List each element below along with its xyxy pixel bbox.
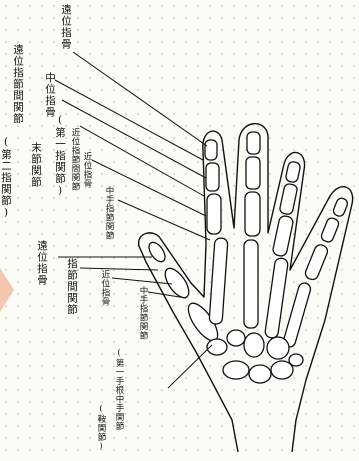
- middle-finger-bones: [243, 131, 261, 329]
- leader-middle-phalanx: [61, 99, 207, 179]
- pisiform: [288, 353, 304, 367]
- leader-pip-joint: [79, 125, 205, 197]
- middle-proximal-phalanx: [244, 191, 261, 237]
- ring-proximal-phalanx: [272, 215, 294, 257]
- label-proximal-phalanx: 近位指骨: [82, 152, 92, 188]
- leader-thumb-proximal: [111, 277, 173, 285]
- little-finger-bones: [282, 197, 349, 348]
- scaphoid: [222, 360, 250, 380]
- carpal-bones: [206, 329, 304, 384]
- edge-marker: [0, 268, 14, 312]
- thumb-proximal-phalanx: [164, 267, 190, 299]
- ring-middle-phalanx: [279, 183, 298, 215]
- middle-middle-phalanx: [245, 156, 261, 190]
- index-finger-bones: [204, 139, 229, 325]
- leader-thumb-ip: [79, 267, 159, 271]
- leader-dip-joint: [54, 79, 204, 161]
- middle-distal-phalanx: [246, 131, 261, 155]
- label-thumb-proximal-phalanx: 近位指骨: [100, 270, 110, 306]
- label-middle-phalanx: 中位指骨: [44, 72, 56, 118]
- label-end-joint: 末節関節: [30, 142, 42, 188]
- label-saddle-joint: (鞍関節): [96, 404, 106, 452]
- label-dip-joint-alt: (第二指関節): [0, 136, 12, 220]
- leader-proximal-phalanx: [91, 159, 207, 217]
- ring-finger-bones: [264, 161, 301, 339]
- capitate: [243, 332, 265, 358]
- middle-metacarpal: [243, 239, 259, 329]
- ring-distal-phalanx: [285, 161, 301, 183]
- lunate: [248, 364, 272, 384]
- label-thumb-mcp-joint: 中手指節関節: [138, 286, 148, 340]
- label-first-cmc-joint: (第一手根中手関節: [114, 348, 124, 431]
- thumb-bones: [148, 241, 219, 342]
- label-thumb-ip-joint: 指節間関節: [66, 258, 78, 316]
- little-distal-phalanx: [332, 197, 349, 217]
- label-thumb-distal-phalanx: 遠位指骨: [36, 240, 48, 286]
- little-proximal-phalanx: [304, 244, 329, 281]
- label-dip-joint: 遠位指節間関節: [12, 44, 24, 125]
- trapezoid: [226, 329, 246, 347]
- index-middle-phalanx: [205, 162, 220, 192]
- triquetrum: [270, 360, 294, 380]
- leader-distal-phalanx: [72, 51, 208, 147]
- label-distal-phalanx: 遠位指骨: [60, 4, 72, 50]
- little-metacarpal: [282, 282, 312, 348]
- leader-mcp-joint: [117, 199, 211, 241]
- label-pip-joint-main: 近位指節間関節: [70, 128, 80, 191]
- label-pip-joint: (第一指関節): [54, 114, 66, 198]
- leader-lines: [54, 51, 213, 389]
- ring-metacarpal: [264, 257, 289, 339]
- index-proximal-phalanx: [206, 193, 222, 235]
- thumb-distal-phalanx: [148, 241, 166, 263]
- hand-outline: [138, 123, 354, 453]
- leader-thumb-mcp: [147, 291, 187, 299]
- little-middle-phalanx: [320, 217, 340, 243]
- index-distal-phalanx: [204, 139, 218, 161]
- hamate: [266, 336, 290, 360]
- index-metacarpal: [208, 237, 229, 325]
- trapezium: [206, 338, 228, 356]
- label-mcp-joint: 中手指節関節: [104, 186, 114, 240]
- leader-first-cmc: [167, 344, 213, 389]
